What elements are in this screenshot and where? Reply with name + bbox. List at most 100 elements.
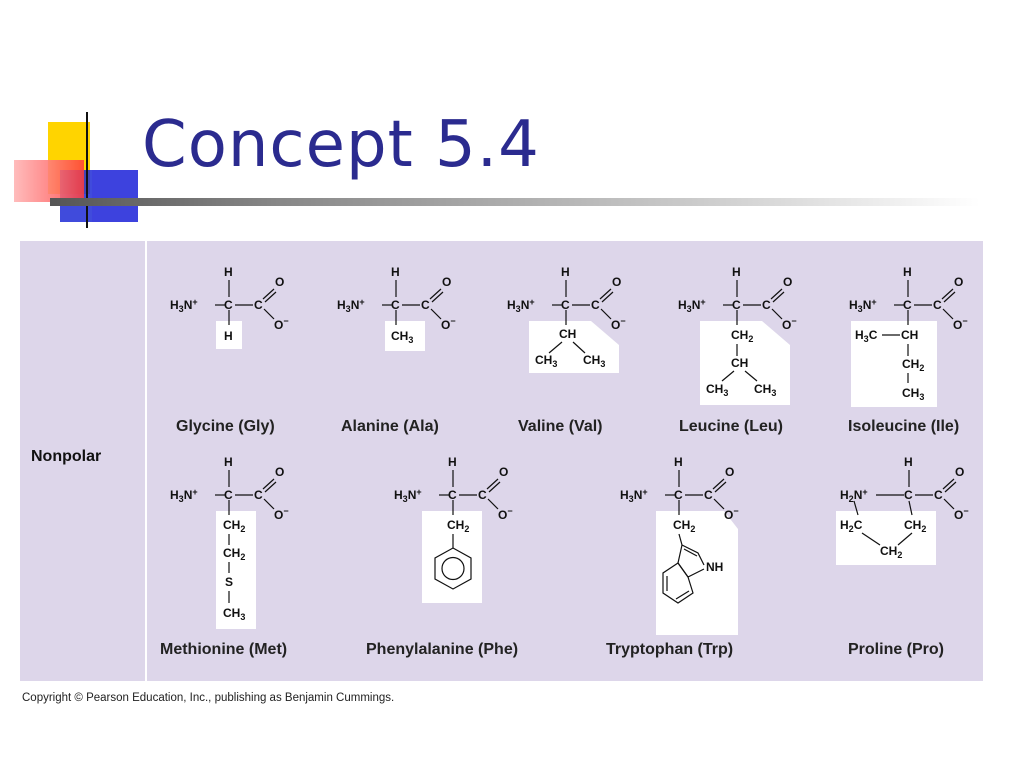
slide-title: Concept 5.4: [142, 108, 540, 182]
svg-text:H: H: [448, 455, 457, 469]
svg-text:CH2: CH2: [904, 518, 926, 534]
svg-text:H3N+: H3N+: [678, 297, 706, 314]
svg-text:O−: O−: [274, 316, 289, 332]
svg-text:C: C: [762, 298, 771, 312]
svg-text:C: C: [448, 488, 457, 502]
svg-text:H3N+: H3N+: [620, 487, 648, 504]
svg-text:C: C: [391, 298, 400, 312]
svg-text:CH3: CH3: [583, 353, 605, 369]
svg-text:CH3: CH3: [223, 606, 245, 622]
svg-text:CH: CH: [901, 328, 918, 342]
amino-acid-name: Methionine (Met): [160, 641, 288, 658]
svg-text:H3N+: H3N+: [170, 487, 198, 504]
svg-text:CH3: CH3: [754, 382, 776, 398]
benzene-ring-icon: [434, 547, 472, 590]
svg-text:H2C: H2C: [840, 518, 863, 534]
structure-methionine: H H3N+ C C O O− CH2 CH2 S CH3: [170, 455, 289, 629]
svg-text:C: C: [732, 298, 741, 312]
svg-text:H3N+: H3N+: [394, 487, 422, 504]
svg-text:O−: O−: [611, 316, 626, 332]
svg-text:C: C: [934, 488, 943, 502]
svg-text:H3N+: H3N+: [849, 297, 877, 314]
amino-acid-name: Glycine (Gly): [176, 418, 275, 435]
svg-text:C: C: [561, 298, 570, 312]
svg-text:O: O: [783, 275, 792, 289]
indole-ring-icon: [662, 544, 705, 604]
svg-text:C: C: [933, 298, 942, 312]
svg-text:CH2: CH2: [223, 546, 245, 562]
structure-glycine: H H3N+ C C O O− H: [170, 265, 289, 349]
svg-text:CH2: CH2: [223, 518, 245, 534]
amine-group: H3N+: [170, 297, 198, 314]
amino-acid-name: Proline (Pro): [848, 641, 945, 658]
structure-isoleucine: H H3N+ C C O O− H3C CH CH2 CH3: [849, 265, 968, 407]
svg-text:O: O: [499, 465, 508, 479]
svg-text:CH2: CH2: [673, 518, 695, 534]
svg-text:C: C: [903, 298, 912, 312]
title-rule: [50, 198, 980, 206]
svg-text:O−: O−: [441, 316, 456, 332]
svg-text:O: O: [275, 465, 284, 479]
structure-proline: H H2N+ C C O O− H2C CH2 CH2: [836, 455, 969, 565]
svg-text:C: C: [224, 298, 233, 312]
amino-acid-name: Leucine (Leu): [679, 418, 784, 435]
svg-text:CH2: CH2: [731, 328, 753, 344]
svg-text:H: H: [904, 455, 913, 469]
svg-text:NH: NH: [706, 560, 723, 574]
figure-panel: [20, 241, 983, 681]
svg-text:O−: O−: [953, 316, 968, 332]
svg-text:H2N+: H2N+: [840, 487, 868, 504]
svg-text:CH3: CH3: [535, 353, 557, 369]
structure-valine: H H3N+ C C O O− CH CH3 CH3: [507, 265, 626, 373]
svg-text:C: C: [704, 488, 713, 502]
structure-leucine: H H3N+ C C O O− CH2 CH CH3 CH3: [678, 265, 797, 405]
svg-text:H: H: [224, 265, 233, 279]
svg-text:C: C: [254, 488, 263, 502]
svg-text:CH2: CH2: [447, 518, 469, 534]
svg-text:H: H: [391, 265, 400, 279]
svg-text:O−: O−: [782, 316, 797, 332]
svg-text:H3C: H3C: [855, 328, 878, 344]
svg-text:O: O: [275, 275, 284, 289]
panel-divider: [145, 241, 147, 681]
svg-text:O: O: [442, 275, 451, 289]
amino-acid-name: Valine (Val): [518, 418, 603, 435]
svg-text:O−: O−: [274, 506, 289, 522]
svg-text:CH: CH: [731, 356, 748, 370]
svg-text:O: O: [954, 275, 963, 289]
svg-text:S: S: [225, 575, 233, 589]
svg-text:C: C: [904, 488, 913, 502]
svg-text:H3N+: H3N+: [337, 297, 365, 314]
svg-text:C: C: [591, 298, 600, 312]
svg-text:H: H: [561, 265, 570, 279]
svg-text:O−: O−: [724, 506, 739, 522]
svg-text:CH: CH: [559, 327, 576, 341]
svg-text:O−: O−: [498, 506, 513, 522]
svg-text:H: H: [732, 265, 741, 279]
amino-acid-name: Alanine (Ala): [341, 418, 439, 435]
svg-text:O: O: [612, 275, 621, 289]
svg-text:O: O: [725, 465, 734, 479]
structure-alanine: H H3N+ C C O O− CH3: [337, 265, 456, 351]
structure-tryptophan: H H3N+ C C O O− CH2 NH: [620, 455, 739, 635]
slide-decoration: [14, 112, 138, 228]
svg-text:O−: O−: [954, 506, 969, 522]
svg-text:C: C: [421, 298, 430, 312]
amino-acid-name: Phenylalanine (Phe): [366, 641, 519, 658]
amino-acid-name: Tryptophan (Trp): [606, 641, 734, 658]
svg-text:H3N+: H3N+: [507, 297, 535, 314]
svg-text:H: H: [224, 329, 233, 343]
svg-text:C: C: [478, 488, 487, 502]
svg-text:H: H: [903, 265, 912, 279]
svg-text:CH2: CH2: [902, 357, 924, 373]
svg-text:C: C: [674, 488, 683, 502]
svg-text:CH3: CH3: [391, 329, 413, 345]
amino-acid-name: Isoleucine (Ile): [848, 418, 960, 435]
svg-text:C: C: [254, 298, 263, 312]
svg-text:O: O: [955, 465, 964, 479]
svg-text:CH3: CH3: [706, 382, 728, 398]
svg-text:CH2: CH2: [880, 544, 902, 560]
structure-phenylalanine: H H3N+ C C O O− CH2: [394, 455, 513, 603]
svg-text:CH3: CH3: [902, 386, 924, 402]
svg-text:C: C: [224, 488, 233, 502]
